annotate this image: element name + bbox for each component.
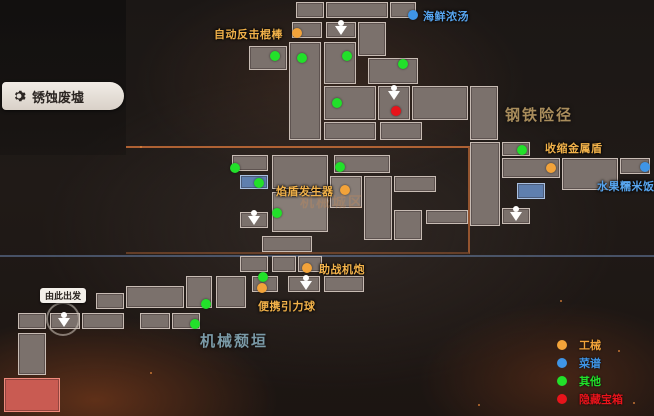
map-room xyxy=(394,210,422,240)
marker-other[interactable] xyxy=(335,162,345,172)
map-room xyxy=(358,22,386,56)
teleport-icon[interactable] xyxy=(509,206,523,222)
map-room xyxy=(272,256,296,272)
region-label-mech-wall: 机械颓垣 xyxy=(200,332,269,350)
marker-other[interactable] xyxy=(270,51,280,61)
marker-tool[interactable] xyxy=(257,283,267,293)
map-room xyxy=(240,256,268,272)
marker-label-shrink-metal-shield: 收缩金属盾 xyxy=(545,142,603,155)
area-name-button[interactable]: 锈蚀废墟 xyxy=(2,82,124,110)
legend-dot-tool xyxy=(557,340,567,350)
region-outline-lower xyxy=(0,255,654,259)
marker-tool[interactable] xyxy=(292,28,302,38)
map-room xyxy=(82,313,124,329)
map-room xyxy=(412,86,468,120)
map-room xyxy=(394,176,436,192)
marker-tool[interactable] xyxy=(340,185,350,195)
legend-dot-other xyxy=(557,376,567,386)
marker-label-fruit-sticky-rice: 水果糯米饭 xyxy=(597,180,654,193)
map-room xyxy=(380,122,422,140)
map-room xyxy=(289,42,321,140)
teleport-icon[interactable] xyxy=(387,85,401,101)
gear-icon xyxy=(14,90,26,102)
ember-spark xyxy=(618,350,620,352)
legend-label: 工械 xyxy=(579,339,601,352)
map-room xyxy=(18,333,46,375)
map-room xyxy=(334,155,390,173)
map-room xyxy=(562,158,618,190)
marker-hidden[interactable] xyxy=(391,106,401,116)
map-room xyxy=(324,42,356,84)
marker-other[interactable] xyxy=(190,319,200,329)
map-room-blue xyxy=(517,183,545,199)
marker-other[interactable] xyxy=(230,163,240,173)
ember-spark xyxy=(633,402,635,404)
teleport-icon[interactable] xyxy=(299,275,313,291)
legend-item-other: 其他 xyxy=(557,372,623,390)
marker-other[interactable] xyxy=(297,53,307,63)
marker-tool[interactable] xyxy=(546,163,556,173)
ember-spark xyxy=(140,146,142,148)
legend-dot-hidden xyxy=(557,394,567,404)
area-name: 锈蚀废墟 xyxy=(32,90,85,106)
marker-recipe[interactable] xyxy=(408,10,418,20)
legend-dot-recipe xyxy=(557,358,567,368)
map-room xyxy=(262,236,312,252)
legend-item-hidden: 隐藏宝箱 xyxy=(557,390,623,408)
marker-other[interactable] xyxy=(332,98,342,108)
marker-label-seafood-soup: 海鲜浓汤 xyxy=(423,10,469,23)
map-room xyxy=(140,313,170,329)
map-room xyxy=(18,313,46,329)
marker-label-flame-shield-gen: 焰盾发生器 xyxy=(276,185,334,198)
start-ring xyxy=(46,302,80,336)
start-label: 由此出发 xyxy=(40,288,87,303)
marker-label-portable-gravity-ball: 便携引力球 xyxy=(258,300,316,313)
legend-item-recipe: 菜谱 xyxy=(557,354,623,372)
region-label-center: 机械城区 xyxy=(300,195,364,211)
map-room xyxy=(249,46,287,70)
marker-other[interactable] xyxy=(254,178,264,188)
teleport-icon[interactable] xyxy=(247,210,261,226)
map-room xyxy=(126,286,184,308)
map-room-red xyxy=(4,378,60,412)
map-room xyxy=(470,86,498,140)
map-room xyxy=(470,142,500,226)
teleport-icon[interactable] xyxy=(334,20,348,36)
map-room xyxy=(324,122,376,140)
map-legend: 工械 菜谱 其他 隐藏宝箱 xyxy=(557,336,623,408)
legend-label: 菜谱 xyxy=(579,357,601,370)
marker-other[interactable] xyxy=(258,272,268,282)
marker-other[interactable] xyxy=(517,145,527,155)
legend-label: 隐藏宝箱 xyxy=(579,393,623,406)
region-label-steel-path: 钢铁险径 xyxy=(505,106,574,124)
marker-recipe[interactable] xyxy=(640,162,650,172)
marker-other[interactable] xyxy=(201,299,211,309)
marker-other[interactable] xyxy=(398,59,408,69)
marker-other[interactable] xyxy=(342,51,352,61)
marker-label-auto-counter-stick: 自动反击棍棒 xyxy=(214,28,283,41)
map-room xyxy=(326,2,388,18)
marker-label-support-cannon: 助战机炮 xyxy=(319,263,365,276)
ember-spark xyxy=(150,372,152,374)
map-room xyxy=(296,2,324,18)
ember-spark xyxy=(560,300,562,302)
marker-other[interactable] xyxy=(272,208,282,218)
map-room xyxy=(272,155,328,189)
legend-item-tool: 工械 xyxy=(557,336,623,354)
map-room xyxy=(364,176,392,240)
legend-label: 其他 xyxy=(579,375,601,388)
corner-shade xyxy=(0,0,126,155)
map-room xyxy=(368,58,418,84)
marker-tool[interactable] xyxy=(302,263,312,273)
map-room xyxy=(502,158,560,178)
ember-spark xyxy=(478,404,480,406)
map-room xyxy=(426,210,468,224)
map-room xyxy=(96,293,124,309)
start-teleport-icon[interactable] xyxy=(57,312,71,328)
map-room xyxy=(324,276,364,292)
map-room xyxy=(216,276,246,308)
